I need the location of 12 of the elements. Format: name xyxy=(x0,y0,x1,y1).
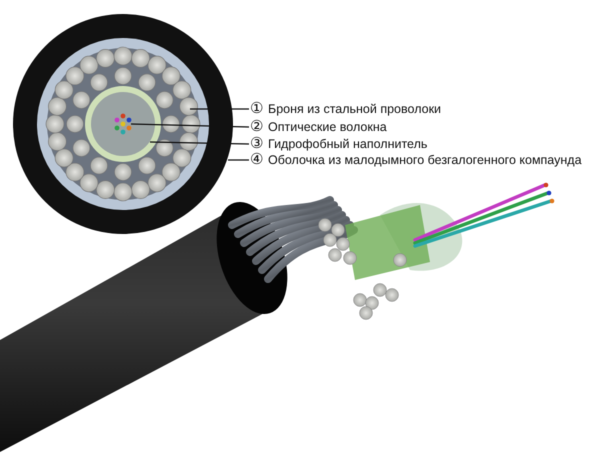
leader-line xyxy=(228,159,249,161)
part-label: Броня из стальной проволоки xyxy=(268,102,442,116)
callout-number: ② xyxy=(250,119,263,135)
callout-number: ④ xyxy=(250,152,263,168)
part-label: Оболочка из малодымного безгалогенного компаунда xyxy=(268,153,582,167)
part-label: Гидрофобный наполнитель xyxy=(268,137,428,151)
callout-number: ③ xyxy=(250,136,263,152)
leader-line xyxy=(130,123,250,128)
callout-number: ① xyxy=(250,101,263,117)
leader-line xyxy=(150,141,250,145)
part-label: Оптические волокна xyxy=(268,120,387,134)
leader-line xyxy=(190,108,249,110)
